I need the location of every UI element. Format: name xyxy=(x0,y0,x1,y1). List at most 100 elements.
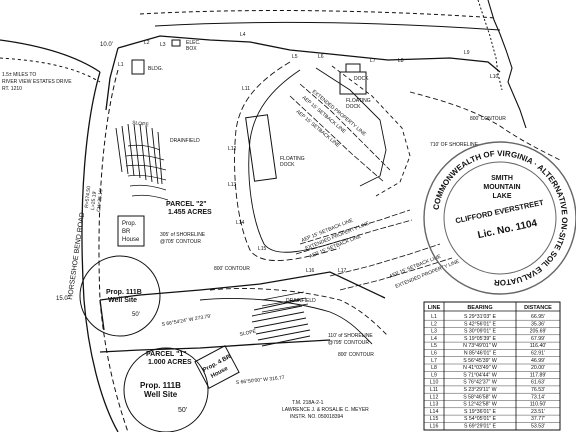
line-table-cell-distance: 67.99' xyxy=(531,336,545,342)
slope-bottom-label: SLOPE xyxy=(239,328,257,337)
line-table-cell-distance: 66.95' xyxy=(531,314,545,320)
well-circle-top xyxy=(79,255,161,337)
seal-outer-ring xyxy=(423,141,576,295)
line-marker-l13: L13 xyxy=(228,182,237,188)
building-outline xyxy=(131,59,145,75)
well-bottom-line-1: Prop. 111B xyxy=(140,381,181,390)
line-table-cell-bearing: S 19°05'39" E xyxy=(464,336,497,342)
line-table-cell-bearing: S 19°36'01" E xyxy=(464,409,497,415)
line-table-cell-line: L9 xyxy=(431,372,437,378)
distance-note-3: RT. 1210 xyxy=(2,86,22,92)
line-table-cell-line: L2 xyxy=(431,321,437,327)
line-table-frame xyxy=(423,301,561,431)
line-table-cell-distance: 76.53' xyxy=(531,387,545,393)
drainfield-bottom xyxy=(261,291,309,313)
line-table-cell-line: L15 xyxy=(430,416,439,422)
road-curve-value-1: R=574.50 xyxy=(84,186,92,209)
road-curve-value-3: CH=25.19' xyxy=(96,188,104,212)
line-table-cell-bearing: S 58°46'58" W xyxy=(463,394,497,400)
line-table-cell-distance: 117.89' xyxy=(530,372,546,378)
line-table-cell-line: L5 xyxy=(431,343,437,349)
slope-hatch-top xyxy=(115,123,163,185)
line-table-cell-bearing: S 54°05'01" E xyxy=(464,416,497,422)
well-circle-bottom xyxy=(123,347,209,432)
line-table-cell-line: L4 xyxy=(431,336,437,342)
line-table-cell-bearing: N 73°49'01" W xyxy=(463,343,497,349)
br-house-top-line-2: BR xyxy=(122,229,131,235)
deed-instr: INSTR. NO. 050018394 xyxy=(290,414,343,420)
line-marker-l5: L5 xyxy=(292,54,298,60)
parcel-text: PARCEL "2" 1.455 ACRES 305' of SHORELINE… xyxy=(146,201,373,366)
line-table-cell-distance: 116.40' xyxy=(530,343,546,349)
dim-15-0: 15.0' xyxy=(56,296,69,302)
parcel-boundary xyxy=(99,35,501,353)
drainfield-top xyxy=(125,144,169,201)
road-curve-value-2: L=25.19' xyxy=(90,190,98,210)
line-marker-l14: L14 xyxy=(236,220,245,226)
line-table-cell-bearing: S 69°29'01" E xyxy=(464,424,497,430)
line-table-cell-bearing: S 76°42'37" W xyxy=(463,380,497,386)
contour-lines xyxy=(199,61,561,345)
line-marker-l16: L16 xyxy=(306,268,315,274)
dim-10-0: 10.0' xyxy=(100,42,113,48)
br-house-top-outline xyxy=(117,215,145,247)
line-marker-l11: L11 xyxy=(242,86,250,92)
line-marker-l15: L15 xyxy=(258,246,267,252)
line-table-cell-bearing: S 29°31'03" E xyxy=(464,314,497,320)
line-table-cell-bearing: S 56°45'39" W xyxy=(463,358,497,364)
distance-note-2: RIVER VIEW ESTATES DRIVE xyxy=(2,79,72,85)
lake-label: SMITH MOUNTAIN LAKE xyxy=(483,175,520,200)
drainfield-bottom-label: DRAINFIELD xyxy=(286,298,316,304)
parcel-1-shore-1: 110' of SHORELINE xyxy=(328,333,373,339)
dock-top-outline xyxy=(345,63,361,73)
line-marker-l9: L9 xyxy=(464,50,470,56)
distance-note-1: 1.5± MILES TO xyxy=(2,72,36,78)
line-table-cell-line: L12 xyxy=(430,394,439,400)
contour-800-mid: 800' CONTOUR xyxy=(214,266,250,272)
seal-inner-ring xyxy=(443,161,557,275)
line-marker-l12: L12 xyxy=(228,146,237,152)
line-table-cell-line: L16 xyxy=(430,424,439,430)
bldg-label: BLDG. xyxy=(148,66,163,72)
floating-dock-left-outline xyxy=(245,114,277,182)
line-table-cell-line: L11 xyxy=(430,387,438,393)
line-table-cell-distance: 62.91' xyxy=(531,351,545,357)
line-table-cell-line: L3 xyxy=(431,329,437,335)
line-table-header-bearing: BEARING xyxy=(467,305,492,311)
br-house-top-line-1: Prop. xyxy=(122,221,137,227)
line-table-cell-bearing: S 42°56'01" E xyxy=(464,321,497,327)
line-marker-l7: L7 xyxy=(370,58,376,64)
line-table-cell-bearing: S 71°04'44" W xyxy=(463,372,497,378)
deed-text: T.M. 218A-2-1 LAWRENCE J. & ROSALIE C. M… xyxy=(282,400,369,420)
line-marker-l3: L3 xyxy=(160,42,166,48)
elec-box-outline xyxy=(171,39,181,47)
line-marker-l4: L4 xyxy=(240,32,246,38)
line-table-cell-distance: 61.63' xyxy=(531,380,545,386)
line-table-cell-line: L13 xyxy=(430,402,439,408)
line-table-cell-bearing: S 12°42'58" W xyxy=(463,402,497,408)
line-table-cell-distance: 205.69' xyxy=(530,329,547,335)
line-table-cell-bearing: N 41°03'49" W xyxy=(463,365,497,371)
line-table-cell-line: L6 xyxy=(431,351,437,357)
dock-label: DOCK xyxy=(354,76,369,82)
parcel-1-shore-2: @795' CONTOUR xyxy=(328,340,369,346)
slope-top-label: SLOPE xyxy=(132,120,150,128)
bearing-bottom-2: S 66°50'00" W 316.77 xyxy=(236,375,286,386)
line-table-cell-bearing: N 85°46'01" E xyxy=(464,351,497,357)
line-marker-l10: L10 xyxy=(490,74,499,80)
contour-800-top: 800' CONTOUR xyxy=(470,116,506,122)
well-bottom-radius: 50' xyxy=(178,407,187,414)
line-table-cell-bearing: S 23°29'11" W xyxy=(463,387,496,393)
line-table-cell-distance: 35.36' xyxy=(531,321,545,327)
parcel-2-title: PARCEL "2" xyxy=(166,201,207,208)
line-marker-l2: L2 xyxy=(144,40,150,46)
br-house-top-line-3: House xyxy=(122,237,140,243)
parcel-1-area: 1.000 ACRES xyxy=(148,359,192,366)
parcel-2-shore-1: 305' of SHORELINE xyxy=(160,232,206,238)
line-table-cell-line: L10 xyxy=(430,380,439,386)
line-table-cell-distance: 20.00' xyxy=(531,365,545,371)
